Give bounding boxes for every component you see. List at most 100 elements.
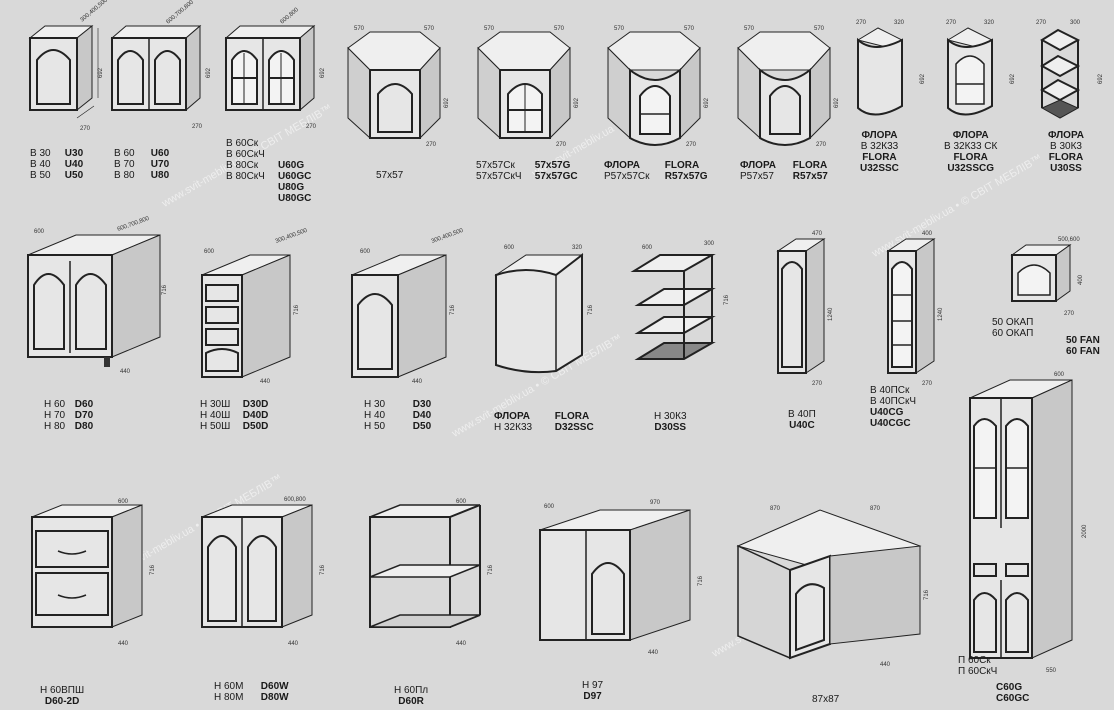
svg-text:270: 270 <box>426 142 437 148</box>
svg-text:716: 716 <box>588 304 594 315</box>
svg-text:270: 270 <box>1036 20 1047 26</box>
svg-text:570: 570 <box>354 26 365 32</box>
svg-text:550: 550 <box>1046 668 1057 674</box>
svg-text:600: 600 <box>118 499 129 505</box>
svg-text:692: 692 <box>1010 73 1016 84</box>
svg-text:692: 692 <box>704 97 710 108</box>
svg-text:716: 716 <box>450 304 456 315</box>
svg-text:300,400,500: 300,400,500 <box>79 0 109 24</box>
svg-text:692: 692 <box>574 97 580 108</box>
svg-text:270: 270 <box>946 20 957 26</box>
svg-text:320: 320 <box>572 245 583 251</box>
svg-text:440: 440 <box>288 641 299 647</box>
svg-text:570: 570 <box>814 26 825 32</box>
svg-text:692: 692 <box>834 97 840 108</box>
svg-text:600: 600 <box>504 245 515 251</box>
svg-text:600: 600 <box>204 249 215 255</box>
svg-text:440: 440 <box>118 641 129 647</box>
svg-text:716: 716 <box>294 304 300 315</box>
svg-text:270: 270 <box>1064 311 1075 317</box>
svg-text:270: 270 <box>306 124 317 130</box>
svg-text:270: 270 <box>686 142 697 148</box>
svg-text:570: 570 <box>484 26 495 32</box>
svg-text:692: 692 <box>320 67 326 78</box>
svg-text:440: 440 <box>412 379 423 385</box>
svg-text:692: 692 <box>206 67 212 78</box>
svg-text:716: 716 <box>320 564 326 575</box>
svg-text:440: 440 <box>648 650 659 656</box>
svg-text:600: 600 <box>34 229 45 235</box>
svg-text:600,700,800: 600,700,800 <box>117 216 151 233</box>
svg-text:1240: 1240 <box>938 307 944 321</box>
svg-text:570: 570 <box>614 26 625 32</box>
svg-text:570: 570 <box>684 26 695 32</box>
svg-text:570: 570 <box>554 26 565 32</box>
svg-text:716: 716 <box>150 564 156 575</box>
svg-text:570: 570 <box>424 26 435 32</box>
svg-text:270: 270 <box>192 124 203 130</box>
svg-text:320: 320 <box>984 20 995 26</box>
svg-text:870: 870 <box>770 506 781 512</box>
svg-text:600: 600 <box>456 499 467 505</box>
svg-text:300: 300 <box>704 241 715 247</box>
svg-text:2000: 2000 <box>1082 524 1088 538</box>
svg-text:400: 400 <box>1078 274 1084 285</box>
svg-text:600,700,800: 600,700,800 <box>165 0 195 26</box>
svg-text:716: 716 <box>924 589 930 600</box>
svg-text:600,800: 600,800 <box>284 497 306 503</box>
svg-text:692: 692 <box>98 67 104 78</box>
svg-text:270: 270 <box>812 381 823 387</box>
svg-text:400: 400 <box>922 231 933 237</box>
svg-text:440: 440 <box>456 641 467 647</box>
corner-cabinet-57x57: 570 570 692 270 57х57 <box>340 18 450 181</box>
svg-text:500,600: 500,600 <box>1058 237 1080 243</box>
svg-text:300,400,500: 300,400,500 <box>431 228 465 245</box>
svg-text:320: 320 <box>894 20 905 26</box>
svg-text:270: 270 <box>816 142 827 148</box>
svg-text:270: 270 <box>922 381 933 387</box>
svg-text:600,800: 600,800 <box>279 7 300 26</box>
svg-text:600: 600 <box>642 245 653 251</box>
svg-text:440: 440 <box>880 662 891 668</box>
svg-text:692: 692 <box>444 97 450 108</box>
svg-text:870: 870 <box>870 506 881 512</box>
svg-text:600: 600 <box>544 504 555 510</box>
svg-text:970: 970 <box>650 500 661 506</box>
svg-text:570: 570 <box>744 26 755 32</box>
svg-text:270: 270 <box>556 142 567 148</box>
svg-text:470: 470 <box>812 231 823 237</box>
svg-text:716: 716 <box>724 294 730 305</box>
corner-base-87x87: 870 870 716 440 87х87 <box>730 490 940 705</box>
svg-text:600: 600 <box>1054 372 1065 378</box>
svg-text:692: 692 <box>1098 73 1104 84</box>
svg-text:270: 270 <box>856 20 867 26</box>
svg-text:600: 600 <box>360 249 371 255</box>
svg-text:270: 270 <box>80 126 91 132</box>
svg-text:440: 440 <box>120 369 131 375</box>
svg-text:692: 692 <box>920 73 926 84</box>
svg-text:300: 300 <box>1070 20 1081 26</box>
svg-text:716: 716 <box>698 575 704 586</box>
